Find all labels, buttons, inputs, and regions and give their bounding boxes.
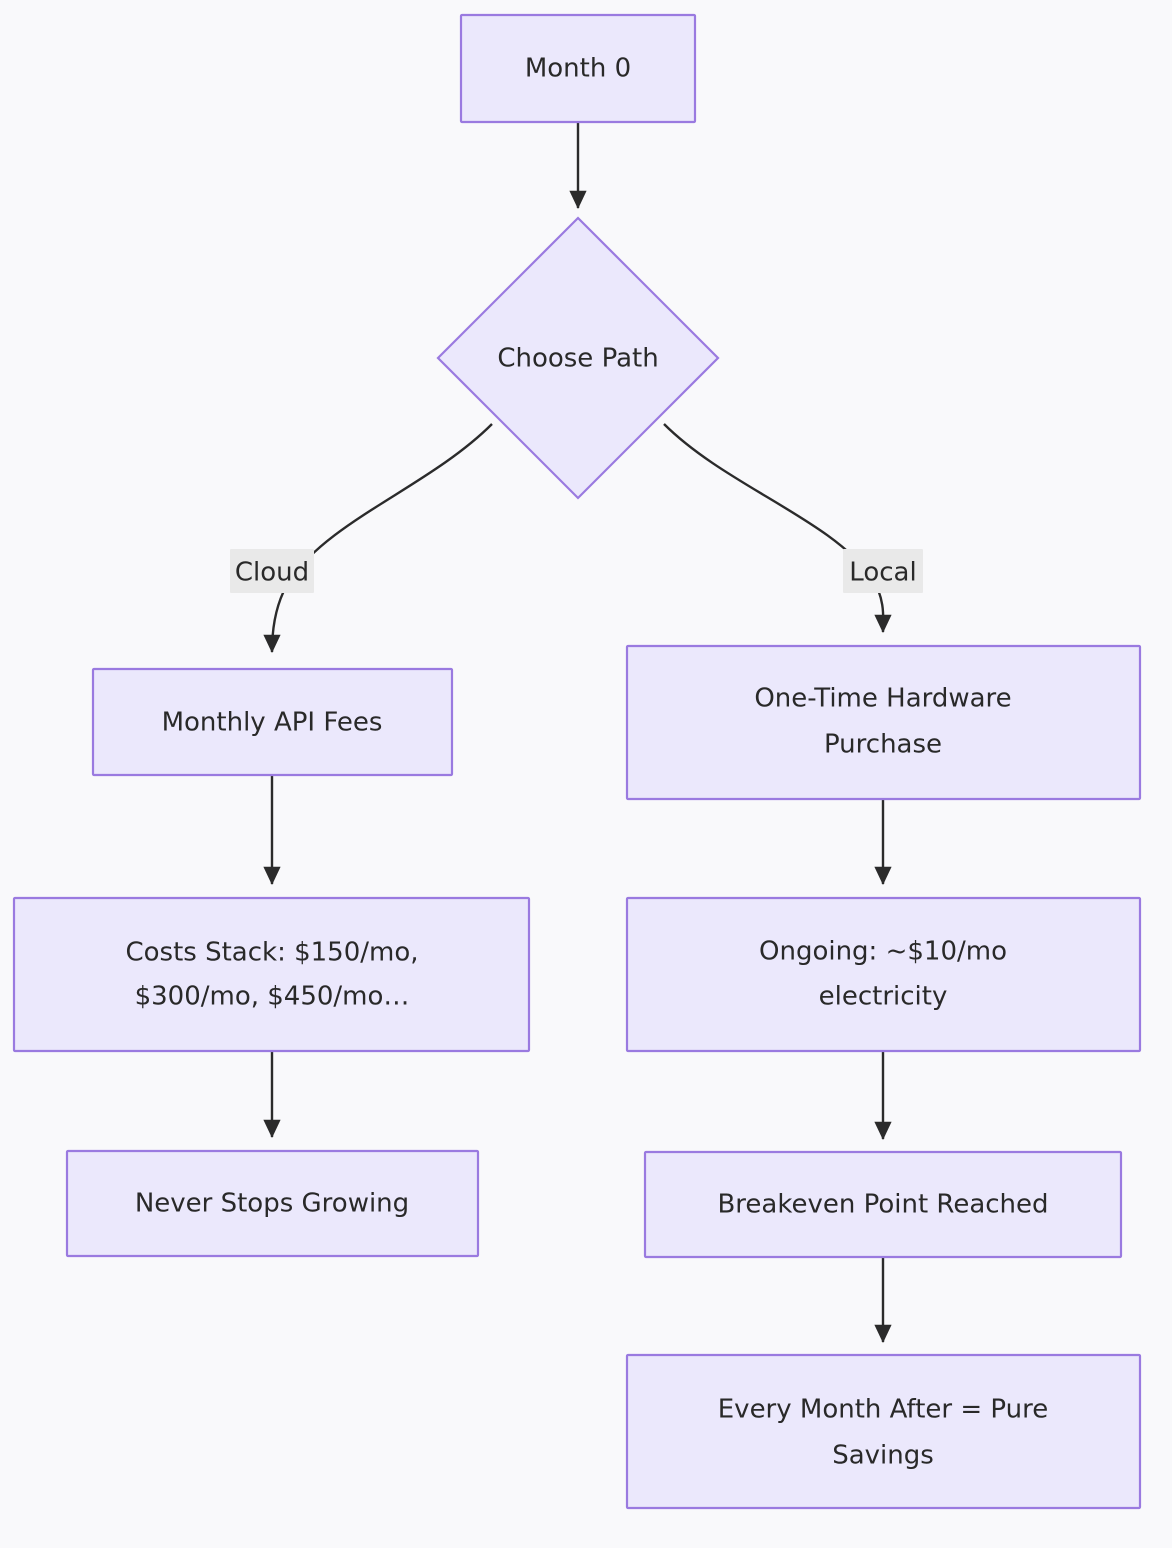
node-every-month-after-pure-savings-shape[interactable] (625, 1353, 1142, 1510)
node-never-stops-growing[interactable]: Never Stops Growing (65, 1149, 480, 1258)
edge-label-local: Local (843, 549, 923, 593)
node-choose-path[interactable]: Choose Path (436, 216, 720, 500)
edge-label-local-bg (843, 549, 923, 593)
edge-label-cloud: Cloud (230, 549, 314, 593)
edges-layer (263, 122, 892, 1343)
edge-label-cloud-text: Cloud (235, 558, 309, 588)
node-every-month-after-pure-savings-label-line2: Savings (832, 1441, 934, 1471)
node-ongoing-electricity-shape[interactable] (625, 896, 1142, 1053)
node-monthly-api-fees-shape[interactable] (91, 667, 454, 777)
node-costs-stack-label-line2: $300/mo, $450/mo… (135, 982, 410, 1012)
node-breakeven-point-reached-shape[interactable] (643, 1150, 1123, 1259)
node-one-time-hardware-purchase-label-line1: One-Time Hardware (754, 684, 1011, 714)
node-ongoing-electricity[interactable]: Ongoing: ~$10/mo electricity (625, 896, 1142, 1053)
node-month-0[interactable]: Month 0 (459, 13, 697, 124)
node-costs-stack[interactable]: Costs Stack: $150/mo, $300/mo, $450/mo… (12, 896, 531, 1053)
edge-labels-layer: Cloud Local (230, 549, 923, 593)
node-every-month-after-pure-savings[interactable]: Every Month After = Pure Savings (625, 1353, 1142, 1510)
node-month-0-shape[interactable] (459, 13, 697, 124)
node-month-0-label: Month 0 (525, 54, 631, 84)
edge-label-cloud-bg (230, 549, 314, 593)
edge-decision-to-local1 (663, 423, 892, 633)
node-costs-stack-label-line1: Costs Stack: $150/mo, (125, 938, 418, 968)
node-choose-path-label: Choose Path (497, 344, 658, 374)
node-never-stops-growing-label: Never Stops Growing (135, 1189, 409, 1219)
node-one-time-hardware-purchase[interactable]: One-Time Hardware Purchase (625, 644, 1142, 801)
edge-label-local-text: Local (849, 558, 916, 588)
node-monthly-api-fees[interactable]: Monthly API Fees (91, 667, 454, 777)
node-one-time-hardware-purchase-shape[interactable] (625, 644, 1142, 801)
node-never-stops-growing-shape[interactable] (65, 1149, 480, 1258)
node-monthly-api-fees-label: Monthly API Fees (162, 708, 383, 738)
node-every-month-after-pure-savings-label-line1: Every Month After = Pure (718, 1395, 1048, 1425)
node-choose-path-shape[interactable] (436, 216, 720, 500)
node-ongoing-electricity-label-line1: Ongoing: ~$10/mo (759, 937, 1007, 967)
node-breakeven-point-reached-label: Breakeven Point Reached (717, 1190, 1048, 1220)
node-breakeven-point-reached[interactable]: Breakeven Point Reached (643, 1150, 1123, 1259)
node-one-time-hardware-purchase-label-line2: Purchase (824, 730, 942, 760)
node-costs-stack-shape[interactable] (12, 896, 531, 1053)
nodes-layer: Month 0 Choose Path Monthly API Fees Cos… (12, 13, 1142, 1510)
node-ongoing-electricity-label-line2: electricity (819, 982, 948, 1012)
edge-decision-to-cloud1 (263, 423, 493, 653)
